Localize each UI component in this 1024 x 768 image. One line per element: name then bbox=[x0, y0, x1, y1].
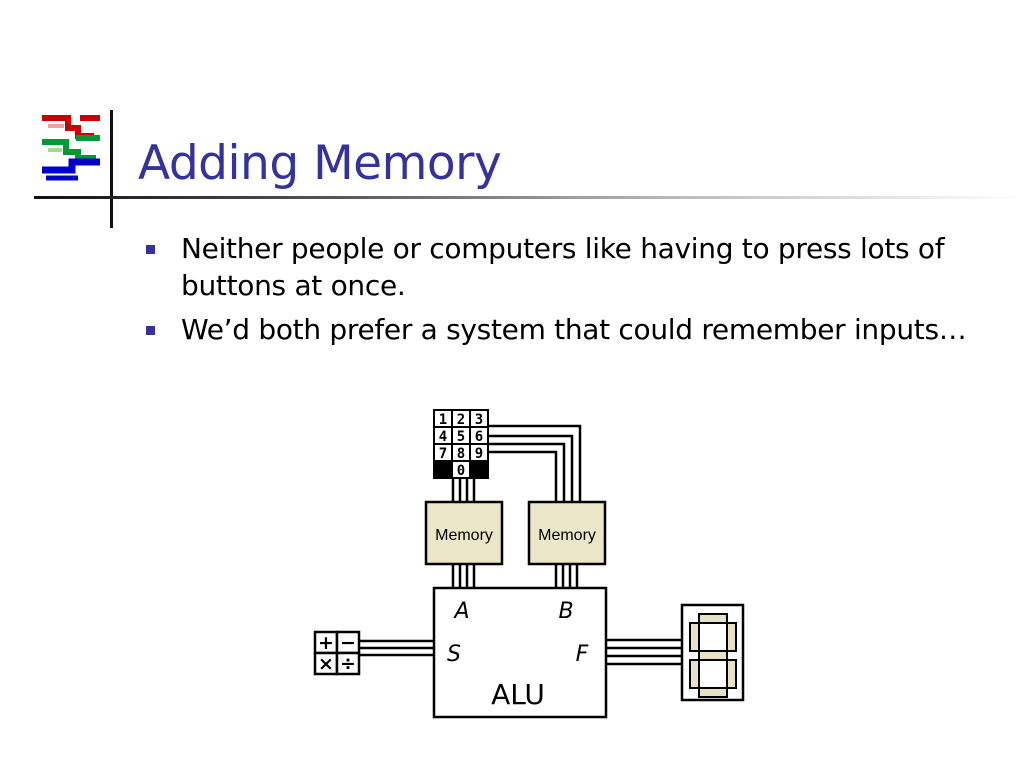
keypad-key-label: 5 bbox=[457, 429, 465, 445]
segment-f bbox=[689, 622, 700, 652]
operator-key-label: − bbox=[340, 632, 356, 654]
keypad-key-label: 0 bbox=[457, 463, 465, 479]
memory-right-label: Memory bbox=[538, 527, 596, 544]
logo-icon bbox=[42, 115, 100, 181]
wires-keypad-to-left-memory bbox=[451, 478, 476, 502]
bullet-text: We’d both prefer a system that could rem… bbox=[181, 313, 967, 346]
bullet-item: Neither people or computers like having … bbox=[146, 230, 996, 304]
keypad-key-label: 3 bbox=[475, 412, 483, 428]
keypad-key-label: 2 bbox=[457, 412, 465, 428]
memory-left-box: Memory bbox=[424, 500, 504, 566]
keypad-key-label: 6 bbox=[475, 429, 483, 445]
segment-b bbox=[726, 622, 737, 652]
keypad-key-label: 7 bbox=[439, 446, 447, 462]
wires-op-to-alu bbox=[359, 639, 434, 657]
slide-title: Adding Memory bbox=[138, 136, 502, 191]
wires-keypad-to-right-memory bbox=[488, 424, 582, 502]
bullet-text: Neither people or computers like having … bbox=[181, 232, 945, 302]
wires-alu-to-display bbox=[606, 638, 682, 666]
segment-a bbox=[698, 613, 728, 624]
logo-blue-stroke bbox=[42, 158, 100, 181]
memory-left-label: Memory bbox=[435, 527, 493, 544]
keypad-key-label: 1 bbox=[439, 412, 447, 428]
keypad-key-label: 9 bbox=[475, 446, 483, 462]
segment-g bbox=[698, 650, 728, 661]
title-divider-horizontal bbox=[34, 196, 1024, 199]
keypad-key-label: 4 bbox=[439, 429, 447, 445]
operator-keypad: +−× ÷ bbox=[313, 630, 361, 676]
bullet-list: Neither people or computers like having … bbox=[146, 230, 996, 355]
wires-memory-to-alu bbox=[451, 564, 579, 588]
keypad-key-label: 8 bbox=[457, 446, 465, 462]
segment-e bbox=[689, 659, 700, 689]
bullet-marker bbox=[146, 326, 155, 335]
alu-port-b-label: B bbox=[558, 599, 573, 624]
keypad-blank-key bbox=[433, 460, 453, 479]
bullet-item: We’d both prefer a system that could rem… bbox=[146, 311, 996, 348]
alu-port-a-label: A bbox=[452, 599, 469, 624]
memory-right-box: Memory bbox=[527, 500, 607, 566]
alu-box: A B S F ALU bbox=[432, 586, 608, 719]
alu-port-s-label: S bbox=[447, 642, 461, 667]
operator-key-label: + bbox=[318, 632, 334, 654]
alu-label: ALU bbox=[491, 678, 545, 711]
title-divider-vertical bbox=[110, 110, 113, 228]
segment-c bbox=[726, 659, 737, 689]
operator-key-label: × bbox=[318, 653, 334, 675]
seven-segment-display bbox=[680, 603, 745, 702]
segment-d bbox=[698, 687, 728, 698]
keypad-blank-key bbox=[469, 460, 489, 479]
logo-green-stroke bbox=[42, 135, 100, 161]
bullet-marker bbox=[146, 245, 155, 254]
operator-key-label: ÷ bbox=[340, 653, 356, 675]
alu-port-f-label: F bbox=[576, 642, 589, 667]
operator-key bbox=[335, 651, 361, 676]
